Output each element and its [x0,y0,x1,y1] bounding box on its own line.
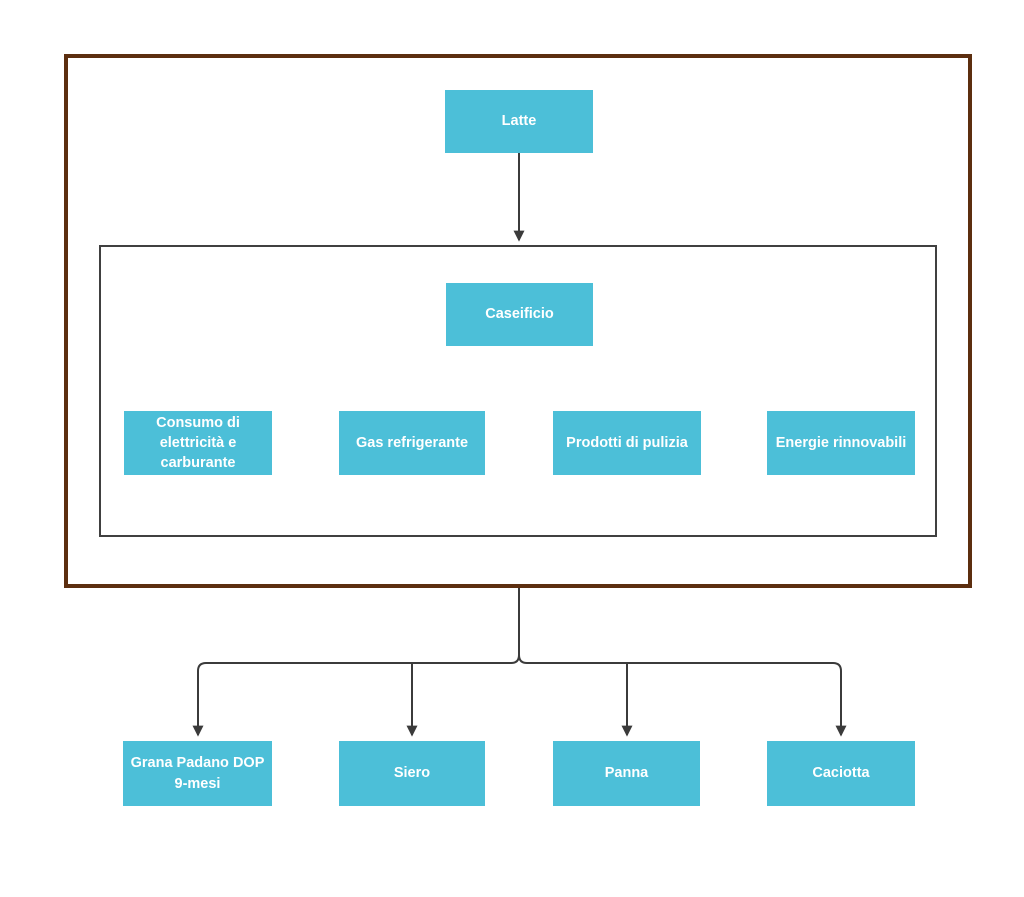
inner-boundary-box [99,245,937,537]
node-caseificio: Caseificio [446,283,593,346]
node-gas-refrigerante: Gas refrigerante [339,411,485,475]
node-consumo-elettricita-carburante: Consumo di elettricità e carburante [124,411,272,475]
node-energie-rinnovabili: Energie rinnovabili [767,411,915,475]
node-panna: Panna [553,741,700,806]
node-prodotti-di-pulizia: Prodotti di pulizia [553,411,701,475]
node-latte: Latte [445,90,593,153]
node-grana-padano-dop-9-mesi: Grana Padano DOP 9-mesi [123,741,272,806]
branch-right-to-output-3 [518,588,847,737]
branch-left-to-output-0 [192,588,520,737]
node-caciotta: Caciotta [767,741,915,806]
node-siero: Siero [339,741,485,806]
outer-boundary-box [64,54,972,588]
